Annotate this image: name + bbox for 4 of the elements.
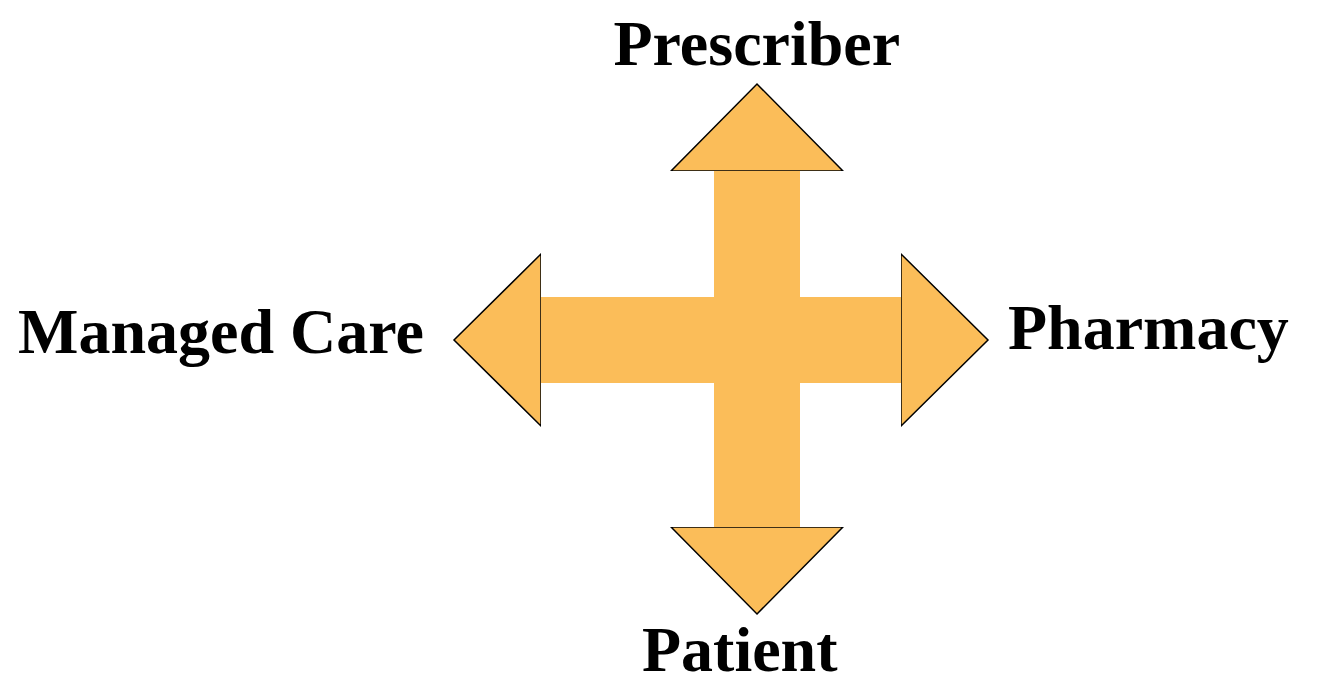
- node-label: Patient: [642, 618, 838, 680]
- double-headed-arrow: [453, 253, 989, 427]
- double-headed-arrow: [670, 83, 844, 615]
- node-label: Prescriber: [613, 12, 901, 76]
